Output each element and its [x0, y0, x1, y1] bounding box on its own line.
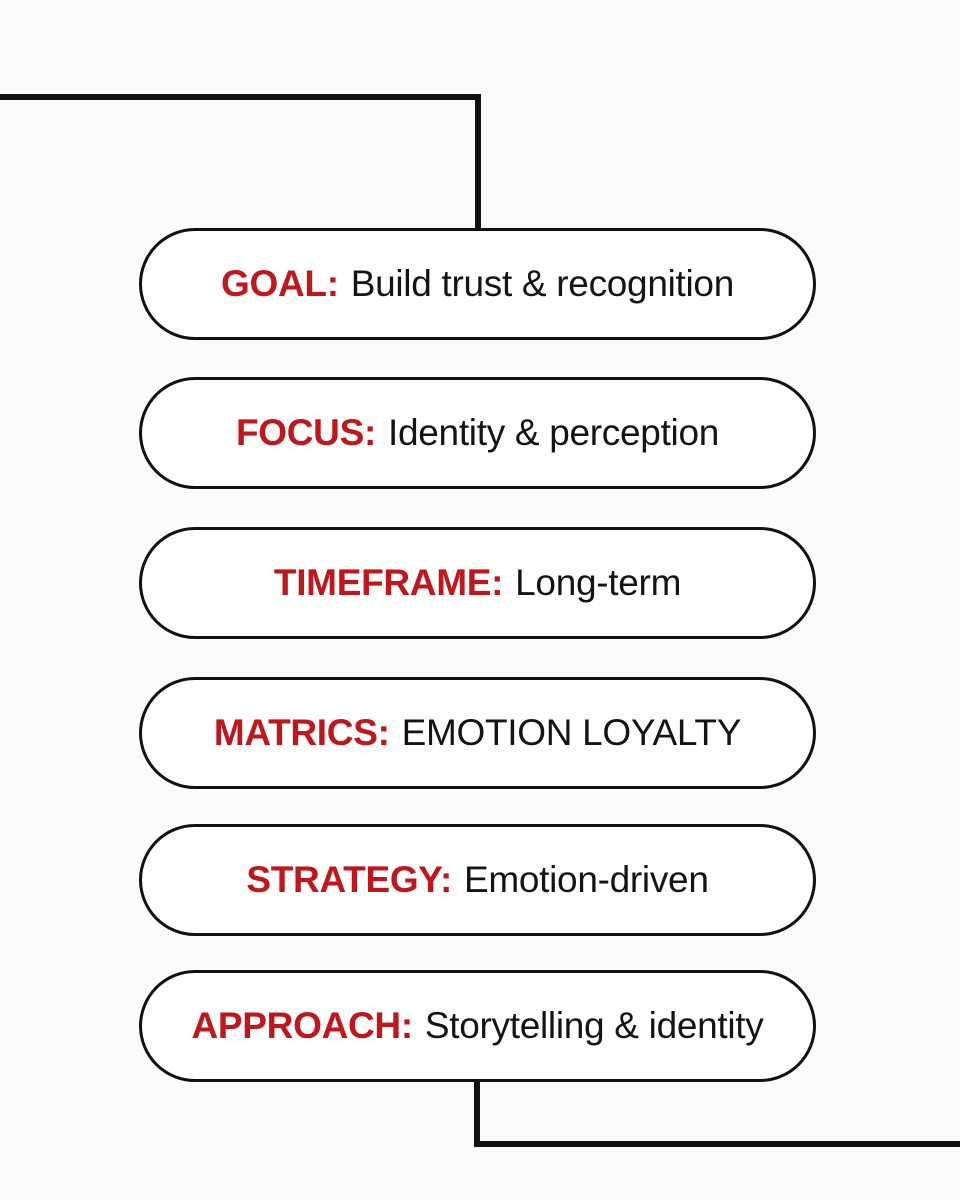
pill-matrics-key: MATRICS:	[213, 712, 390, 753]
top-connector-horizontal	[0, 94, 481, 100]
pill-approach: APPROACH: Storytelling & identity	[139, 970, 816, 1082]
pill-goal-value: Build trust & recognition	[350, 263, 735, 304]
pill-focus: FOCUS: Identity & perception	[139, 377, 816, 489]
pill-timeframe-value: Long-term	[515, 562, 682, 603]
pill-focus-value: Identity & perception	[388, 412, 720, 453]
pill-goal: GOAL: Build trust & recognition	[139, 228, 816, 340]
top-connector-vertical	[475, 94, 481, 228]
bottom-connector-vertical	[474, 1080, 480, 1147]
pill-timeframe-key: TIMEFRAME:	[273, 562, 504, 603]
pill-goal-key: GOAL:	[221, 263, 339, 304]
pill-strategy-value: Emotion-driven	[463, 859, 709, 900]
pill-focus-key: FOCUS:	[235, 412, 376, 453]
pill-matrics: MATRICS: EMOTION LOYALTY	[139, 677, 816, 789]
pill-approach-value: Storytelling & identity	[424, 1005, 764, 1046]
pill-matrics-value: EMOTION LOYALTY	[401, 712, 742, 753]
pill-strategy-key: STRATEGY:	[246, 859, 452, 900]
pill-approach-key: APPROACH:	[191, 1005, 414, 1046]
bottom-connector-horizontal	[474, 1141, 960, 1147]
pill-timeframe: TIMEFRAME: Long-term	[139, 527, 816, 639]
pill-strategy: STRATEGY: Emotion-driven	[139, 824, 816, 936]
